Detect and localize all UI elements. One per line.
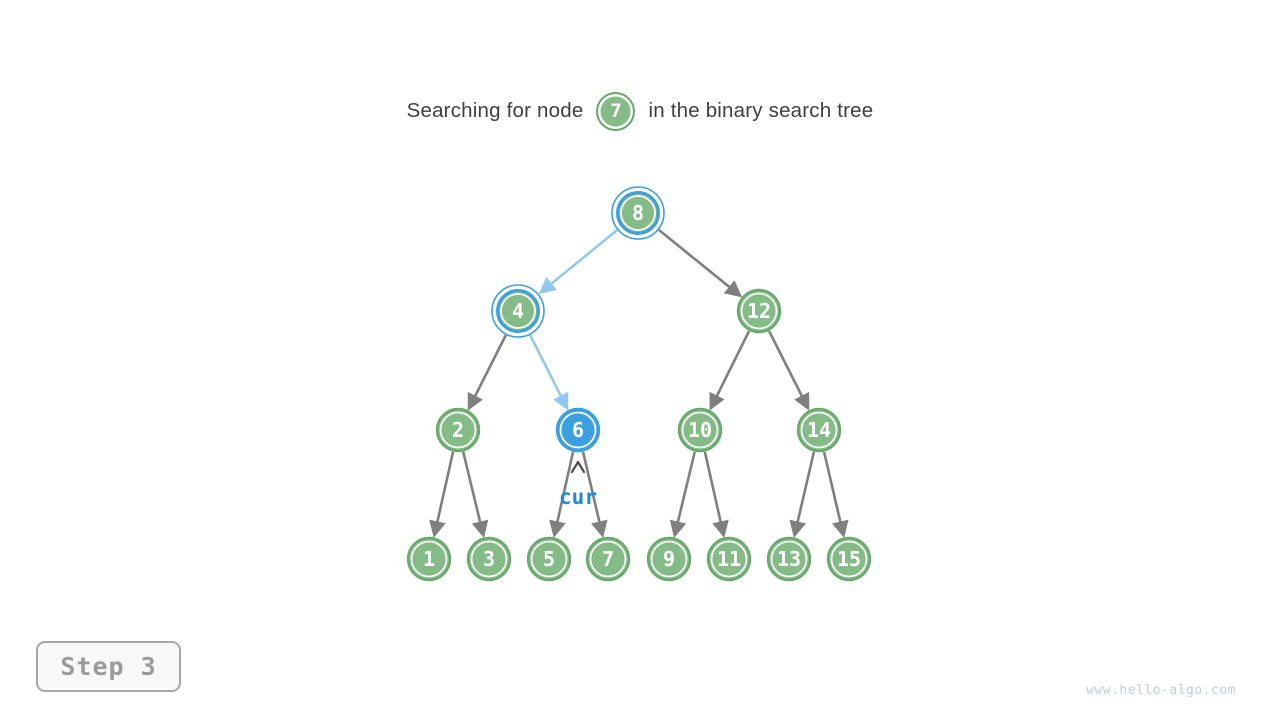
tree-node-value-1: 1 <box>423 547 435 571</box>
tree-edge-2-3 <box>461 451 489 538</box>
tree-node-value-12: 12 <box>747 299 771 323</box>
tree-edge-6-5 <box>549 451 575 538</box>
tree-node-value-7: 7 <box>602 547 614 571</box>
tree-node-12: 12 <box>736 288 782 334</box>
tree-node-3: 3 <box>466 536 512 582</box>
tree-node-6: 6 <box>555 407 601 453</box>
step-badge: Step 3 <box>36 641 181 692</box>
tree-edge-4-2 <box>467 334 508 411</box>
tree-node-value-3: 3 <box>483 547 495 571</box>
tree-edge-6-7 <box>581 451 608 538</box>
title-prefix: Searching for node <box>406 99 584 122</box>
title-target-node-value: 7 <box>610 100 622 122</box>
title-target-node: 7 <box>596 91 636 131</box>
tree-node-14: 14 <box>796 407 842 453</box>
tree-node-5: 5 <box>526 536 572 582</box>
tree-node-value-8: 8 <box>632 201 644 225</box>
tree-node-value-2: 2 <box>452 418 464 442</box>
diagram-title: Searching for node 7 in the binary searc… <box>0 87 1280 135</box>
tree-edge-14-15 <box>822 451 849 538</box>
watermark: www.hello-algo.com <box>1086 683 1236 698</box>
tree-edge-14-13 <box>789 451 816 538</box>
tree-node-value-11: 11 <box>717 547 741 571</box>
title-suffix: in the binary search tree <box>648 99 874 122</box>
tree-node-4: 4 <box>491 284 545 338</box>
tree-node-value-15: 15 <box>837 547 861 571</box>
tree-node-value-4: 4 <box>512 299 524 323</box>
tree-edge-12-14 <box>767 330 810 411</box>
step-badge-label: Step 3 <box>60 652 157 681</box>
tree-node-value-14: 14 <box>807 418 831 442</box>
tree-node-value-5: 5 <box>543 547 555 571</box>
tree-node-13: 13 <box>766 536 812 582</box>
tree-node-value-9: 9 <box>663 547 675 571</box>
tree-edge-4-6 <box>528 334 569 411</box>
tree-edge-10-11 <box>703 451 729 538</box>
tree-node-15: 15 <box>826 536 872 582</box>
tree-node-7: 7 <box>585 536 631 582</box>
cur-pointer-caret-icon <box>570 460 586 474</box>
tree-node-value-13: 13 <box>777 547 801 571</box>
tree-node-value-6: 6 <box>572 418 584 442</box>
tree-node-9: 9 <box>646 536 692 582</box>
tree-edge-8-4 <box>538 229 618 295</box>
tree-edge-2-1 <box>429 451 455 538</box>
tree-edge-8-12 <box>658 228 743 298</box>
tree-node-8: 8 <box>611 186 665 240</box>
tree-node-value-10: 10 <box>688 418 712 442</box>
tree-node-10: 10 <box>677 407 723 453</box>
tree-node-2: 2 <box>435 407 481 453</box>
tree-node-11: 11 <box>706 536 752 582</box>
tree-edge-10-9 <box>669 451 697 538</box>
cur-pointer-label: cur <box>559 485 597 509</box>
tree-node-1: 1 <box>406 536 452 582</box>
tree-edge-12-10 <box>709 330 751 411</box>
